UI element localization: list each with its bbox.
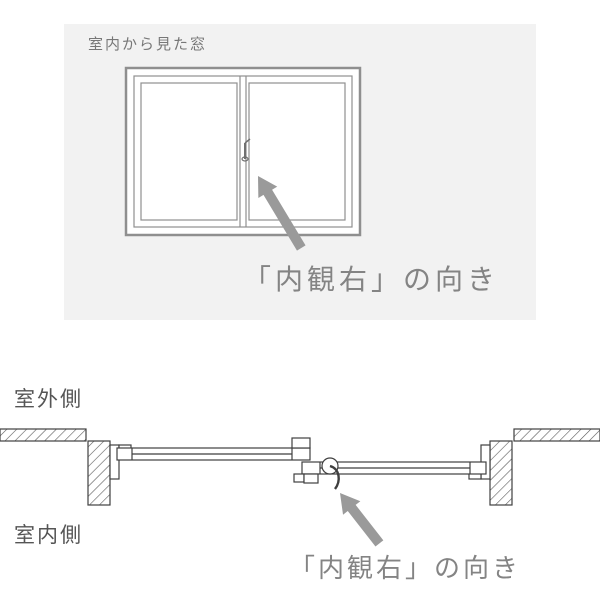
indoor-side-label: 室内側 <box>14 524 83 547</box>
wall-hatch-left-band <box>0 428 87 442</box>
direction-caption-section: 「内観右」の向き <box>289 553 522 583</box>
direction-caption-elevation: 「内観右」の向き <box>243 264 500 295</box>
frame-jamb-left <box>109 444 132 480</box>
direction-arrow-icon <box>340 493 384 547</box>
frame-jamb-right <box>468 444 491 480</box>
wall-hatch-right-jamb <box>489 440 513 506</box>
crescent-lock-section-icon <box>303 457 340 490</box>
wall-hatch-right-band <box>513 428 600 442</box>
outdoor-side-label: 室外側 <box>14 388 83 411</box>
wall-hatch-left-jamb <box>87 440 111 506</box>
window-cross-section <box>0 428 600 506</box>
sash-indoor <box>293 461 487 483</box>
sash-outdoor <box>116 437 311 461</box>
panel-title: 室内から見た窓 <box>88 36 208 53</box>
